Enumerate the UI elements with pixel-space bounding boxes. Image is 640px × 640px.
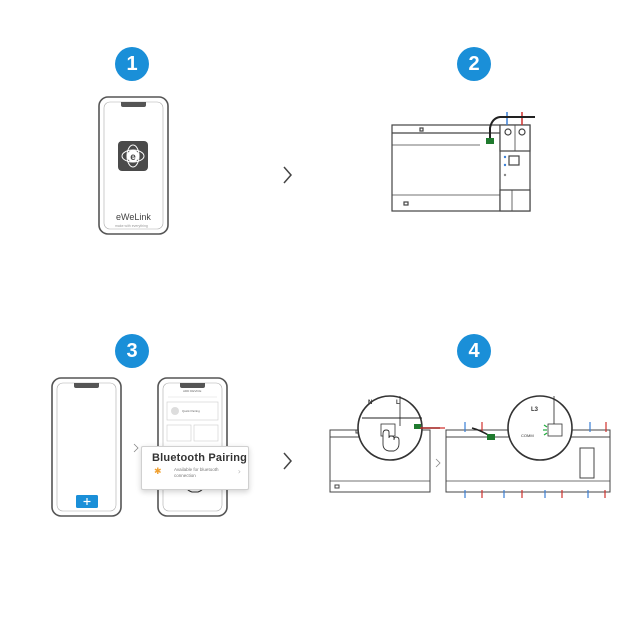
step-2-badge: 2 [457,47,491,81]
terminal-label-n: N [368,400,373,406]
chevron-right-icon: › [237,467,241,476]
step-1-badge: 1 [115,47,149,81]
bluetooth-pairing-popup[interactable]: Bluetooth Pairing ✱ Available for blueto… [141,446,249,490]
chevron-right-icon [283,452,292,470]
chevron-right-icon [283,166,292,184]
popup-title: Bluetooth Pairing [152,452,248,464]
step-3-phone-left [51,377,122,517]
bluetooth-icon: ✱ [154,467,162,477]
step-2-device [391,124,531,212]
step-3-badge: 3 [115,334,149,368]
app-name: eWeLink [116,212,151,222]
svg-text:e: e [130,152,136,163]
step-4-badge: 4 [457,334,491,368]
chevron-right-icon [435,458,441,468]
popup-subtitle: Available for bluetooth connection [174,467,219,478]
step-2-wires [486,112,535,177]
step-1-phone: e [98,96,169,235]
app-tagline: make with everything [115,224,148,228]
phone-header: ADD DEVICE [183,389,202,393]
terminal-label-l: L [396,400,400,406]
quick-pairing-label: Quick Pairing [182,409,200,413]
ewelink-app-icon: e [118,141,148,171]
chevron-right-icon [133,443,139,453]
comm-label: COMM [521,433,534,438]
step-4-right-magnifier [507,395,573,461]
led-blink-icon [543,424,548,436]
terminal-label-l3: L3 [531,407,539,413]
step-4-terminals [464,422,607,498]
